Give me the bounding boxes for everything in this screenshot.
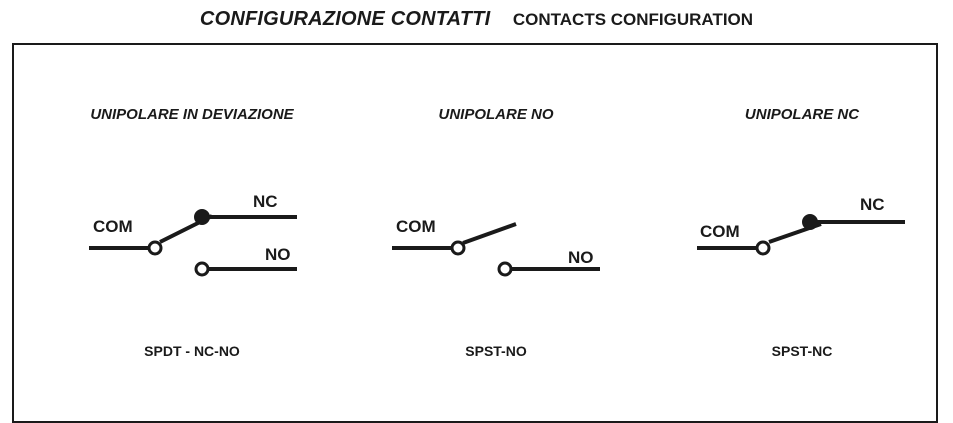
spst-no-no-label: NO	[568, 248, 594, 267]
spst-nc-com-terminal	[755, 240, 771, 256]
panel-spst-nc-heading: UNIPOLARE NC	[744, 106, 860, 123]
panel-spst-no-heading: UNIPOLARE NO	[438, 106, 554, 123]
spdt-switch-symbol: COM NC NO	[89, 192, 297, 277]
switch-diagrams: COM NC NO COM NO COM NC	[89, 192, 905, 277]
spdt-com-terminal	[147, 240, 163, 256]
spst-nc-nc-terminal	[802, 214, 818, 230]
spdt-no-label: NO	[265, 245, 291, 264]
spdt-com-label: COM	[93, 217, 133, 236]
title-english: CONTACTS CONFIGURATION	[512, 10, 754, 29]
spdt-nc-label: NC	[253, 192, 278, 211]
spdt-no-terminal	[194, 261, 210, 277]
panel-spdt-caption: SPDT - NC-NO	[144, 343, 240, 359]
spst-no-no-terminal	[497, 261, 513, 277]
panel-spst-nc-caption: SPST-NC	[771, 343, 833, 359]
panel-spdt-heading: UNIPOLARE IN DEVIAZIONE	[90, 106, 294, 123]
spst-nc-com-label: COM	[700, 222, 740, 241]
spst-no-com-label: COM	[396, 217, 436, 236]
spst-no-switch-symbol: COM NO	[392, 217, 600, 277]
spst-no-com-terminal	[450, 240, 466, 256]
title-italian: CONFIGURAZIONE CONTATTI	[199, 8, 491, 30]
spst-nc-nc-label: NC	[860, 195, 885, 214]
spst-no-blade	[462, 222, 517, 245]
panel-spst-no-caption: SPST-NO	[465, 343, 527, 359]
spdt-nc-terminal	[194, 209, 210, 225]
spst-nc-switch-symbol: COM NC	[697, 195, 905, 256]
page-header: CONFIGURAZIONE CONTATTI CONTACTS CONFIGU…	[0, 8, 953, 31]
